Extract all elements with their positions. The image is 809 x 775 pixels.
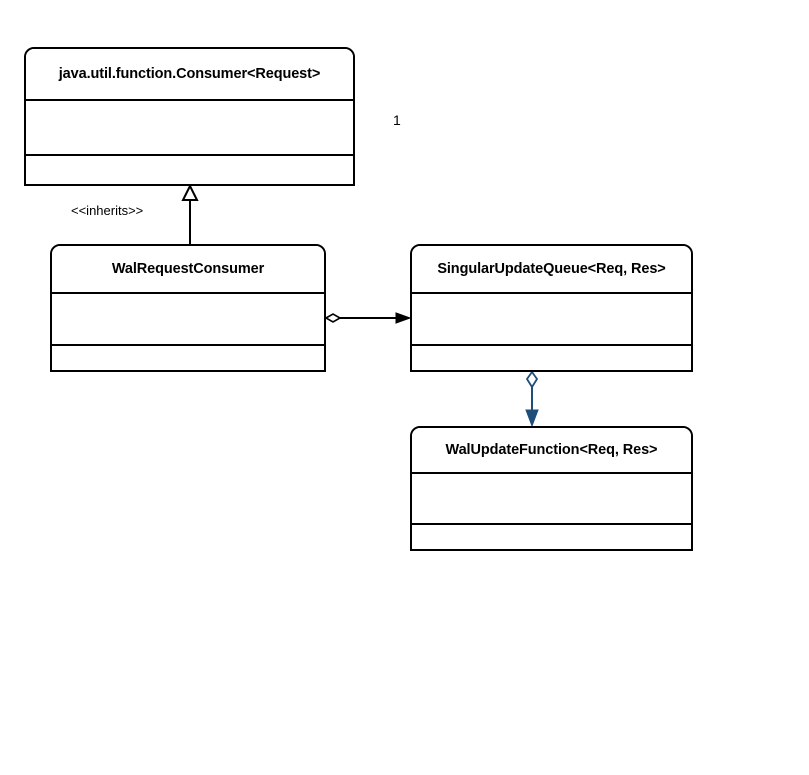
multiplicity-label-one: 1 (393, 112, 401, 128)
class-title-consumer: java.util.function.Consumer<Request> (26, 49, 353, 101)
hollow-diamond-source-icon (324, 313, 342, 323)
class-methods-wal-update-function (412, 525, 691, 549)
solid-arrowhead-icon (525, 409, 539, 428)
solid-arrowhead-icon (395, 312, 412, 324)
class-box-singular-update-queue[interactable]: SingularUpdateQueue<Req, Res> (410, 244, 693, 372)
class-box-wal-update-function[interactable]: WalUpdateFunction<Req, Res> (410, 426, 693, 551)
class-attributes-consumer (26, 101, 353, 156)
generalization-edge-inherits[interactable] (181, 183, 199, 244)
edge-label-inherits: <<inherits>> (71, 203, 144, 218)
class-title-wal-request-consumer: WalRequestConsumer (52, 246, 324, 294)
class-title-singular-update-queue: SingularUpdateQueue<Req, Res> (412, 246, 691, 294)
class-attributes-wal-request-consumer (52, 294, 324, 346)
hollow-diamond-source-icon (525, 370, 539, 389)
class-box-wal-request-consumer[interactable]: WalRequestConsumer (50, 244, 326, 372)
class-attributes-wal-update-function (412, 474, 691, 525)
class-box-consumer[interactable]: java.util.function.Consumer<Request> (24, 47, 355, 186)
class-methods-singular-update-queue (412, 346, 691, 370)
aggregation-edge-consumer-queue[interactable] (324, 312, 412, 324)
class-methods-consumer (26, 156, 353, 184)
class-title-wal-update-function: WalUpdateFunction<Req, Res> (412, 428, 691, 474)
class-attributes-singular-update-queue (412, 294, 691, 346)
hollow-triangle-arrowhead-icon (181, 183, 199, 201)
aggregation-edge-queue-function[interactable] (525, 370, 539, 428)
class-methods-wal-request-consumer (52, 346, 324, 370)
